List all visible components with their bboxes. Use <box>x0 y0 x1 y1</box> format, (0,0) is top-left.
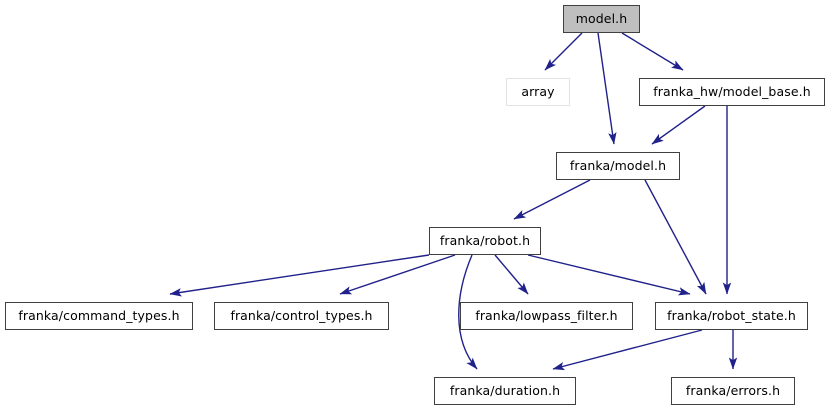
graph-node-label: franka/robot.h <box>439 232 531 248</box>
graph-edge-franka_robot_h-to-lowpass_filter_h <box>494 254 529 295</box>
graph-node-model_base_h[interactable]: franka_hw/model_base.h <box>639 78 825 106</box>
graph-node-label: franka/errors.h <box>685 382 781 398</box>
graph-node-robot_state_h[interactable]: franka/robot_state.h <box>655 302 808 330</box>
graph-edge-franka_robot_h-to-command_types_h <box>169 254 430 297</box>
graph-node-control_types_h[interactable]: franka/control_types.h <box>214 302 389 330</box>
graph-edge-model_h-to-franka_model_h <box>597 32 617 145</box>
graph-edge-franka_robot_h-to-control_types_h <box>339 254 456 295</box>
graph-node-franka_robot_h[interactable]: franka/robot.h <box>429 227 541 255</box>
graph-node-label: array <box>521 83 555 99</box>
graph-node-franka_model_h[interactable]: franka/model.h <box>556 152 680 180</box>
graph-node-label: franka_hw/model_base.h <box>653 83 811 99</box>
graph-node-label: franka/duration.h <box>449 382 561 398</box>
graph-node-errors_h[interactable]: franka/errors.h <box>671 377 795 405</box>
graph-edge-model_h-to-model_base_h <box>621 32 684 71</box>
graph-node-label: franka/control_types.h <box>230 307 373 323</box>
graph-node-command_types_h[interactable]: franka/command_types.h <box>5 302 193 330</box>
graph-node-label: franka/model.h <box>569 157 667 173</box>
graph-edge-franka_model_h-to-franka_robot_h <box>513 179 591 220</box>
graph-edge-franka_model_h-to-robot_state_h <box>644 179 707 295</box>
graph-edge-franka_robot_h-to-robot_state_h <box>527 254 691 296</box>
graph-node-label: franka/command_types.h <box>18 307 180 323</box>
graph-node-label: franka/lowpass_filter.h <box>475 307 618 323</box>
graph-node-model_h[interactable]: model.h <box>563 5 640 33</box>
graph-node-duration_h[interactable]: franka/duration.h <box>434 377 576 405</box>
graph-edge-robot_state_h-to-duration_h <box>552 329 703 371</box>
graph-node-array[interactable]: array <box>506 78 570 106</box>
graph-node-lowpass_filter_h[interactable]: franka/lowpass_filter.h <box>460 302 633 330</box>
graph-edge-model_h-to-array <box>544 32 583 71</box>
graph-node-label: franka/robot_state.h <box>667 307 796 323</box>
graph-edge-model_base_h-to-franka_model_h <box>651 105 706 145</box>
graph-node-label: model.h <box>575 10 628 26</box>
